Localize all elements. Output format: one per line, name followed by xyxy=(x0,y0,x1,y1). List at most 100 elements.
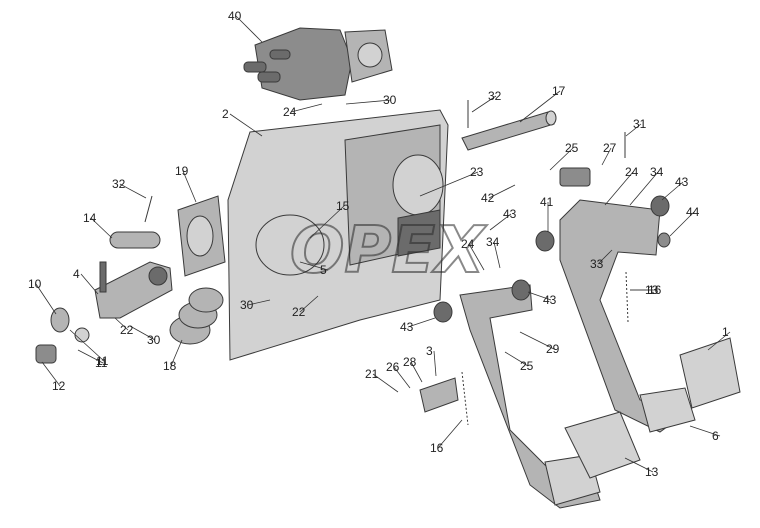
callout-leader-line xyxy=(493,241,501,269)
callout-leader-line xyxy=(114,317,129,331)
callout-leader-line xyxy=(247,299,271,306)
part-return-spring-lower xyxy=(461,371,469,426)
part-pedal-pad-right xyxy=(679,337,741,409)
callout-number: 28 xyxy=(403,355,417,369)
callout-number: 14 xyxy=(83,211,97,225)
callout-number: 43 xyxy=(503,207,517,221)
part-clutch-pedal xyxy=(559,199,696,433)
callout-number: 16 xyxy=(430,441,444,455)
part-rubber-boot xyxy=(169,287,224,345)
callout-leader-line xyxy=(519,331,555,350)
callout-leader-line xyxy=(601,147,612,166)
callout-number: 4 xyxy=(73,267,80,281)
callout-leader-line xyxy=(299,261,329,271)
part-cotter-pin-left xyxy=(144,195,153,223)
callout-leader-line xyxy=(229,113,263,137)
callout-leader-line xyxy=(625,123,642,137)
callout-number: 43 xyxy=(400,320,414,334)
callout-leader-line xyxy=(661,181,684,201)
part-pneumatic-booster xyxy=(243,27,393,101)
callout-number: 40 xyxy=(228,9,242,23)
callout-leader-line xyxy=(604,171,634,206)
callout-leader-line xyxy=(129,325,156,341)
callout-number: 23 xyxy=(470,165,484,179)
callout-leader-line xyxy=(410,361,423,383)
callout-number: 2 xyxy=(222,107,229,121)
callout-number: 34 xyxy=(650,165,664,179)
callout-number: 32 xyxy=(488,89,502,103)
callout-number: 6 xyxy=(712,429,719,443)
part-pedal-pad-lower xyxy=(564,411,641,479)
callout-number: 41 xyxy=(540,195,554,209)
callout-leader-line xyxy=(689,425,721,437)
callout-number: 15 xyxy=(336,199,350,213)
callout-leader-line xyxy=(407,317,436,328)
callout-leader-line xyxy=(393,366,411,389)
callout-leader-line xyxy=(69,329,105,362)
callout-leader-line xyxy=(669,211,695,237)
callout-leader-line xyxy=(624,457,654,473)
part-bushing-c xyxy=(511,279,531,301)
callout-number: 3 xyxy=(426,344,433,358)
callout-number: 17 xyxy=(552,84,566,98)
callout-leader-line xyxy=(471,95,497,113)
part-flange xyxy=(177,195,226,277)
callout-number: 33 xyxy=(590,257,604,271)
callout-number: 22 xyxy=(120,323,134,337)
callout-number: 25 xyxy=(565,141,579,155)
part-fittings xyxy=(35,307,90,364)
callout-number: 24 xyxy=(461,237,475,251)
callout-number: 13 xyxy=(645,283,659,297)
callout-leader-line xyxy=(41,361,61,387)
part-washer-44 xyxy=(657,232,671,248)
callout-number: 24 xyxy=(283,105,297,119)
callout-leader-line xyxy=(437,419,463,449)
callout-number: 21 xyxy=(365,367,379,381)
part-pin xyxy=(109,231,161,249)
callout-leader-line xyxy=(90,217,113,239)
callout-number: 18 xyxy=(163,359,177,373)
callout-leader-line xyxy=(433,350,437,377)
callout-leader-line xyxy=(707,331,731,351)
callout-leader-line xyxy=(170,339,183,367)
callout-leader-line xyxy=(489,213,512,231)
callout-number: 11 xyxy=(95,356,108,370)
part-plate-3 xyxy=(419,377,459,413)
callout-number: 42 xyxy=(481,191,495,205)
callout-number: 43 xyxy=(675,175,689,189)
part-return-spring-right xyxy=(625,271,629,323)
part-master-cylinder xyxy=(94,261,173,319)
callout-number: 43 xyxy=(543,293,557,307)
callout-number: 24 xyxy=(625,165,639,179)
part-bushing-d xyxy=(433,301,453,323)
callout-leader-line xyxy=(290,103,323,113)
callout-leader-line xyxy=(629,171,659,206)
part-bracket-42 xyxy=(559,167,591,187)
callout-leader-line xyxy=(504,351,529,367)
callout-number: 13 xyxy=(645,465,659,479)
callout-number: 31 xyxy=(633,117,647,131)
part-shaft xyxy=(461,110,557,151)
callout-leader-line xyxy=(309,205,345,239)
callout-leader-line xyxy=(519,90,561,123)
part-mounting-plate xyxy=(227,109,449,361)
callout-leader-line xyxy=(597,249,613,265)
callout-number: 22 xyxy=(292,305,306,319)
callout-leader-line xyxy=(80,273,99,295)
part-brake-pedal xyxy=(459,284,601,509)
callout-number: 11 xyxy=(96,354,109,368)
callout-number: 1 xyxy=(722,325,729,339)
callout-number: 32 xyxy=(112,177,126,191)
callout-number: 5 xyxy=(320,263,327,277)
callout-number: 12 xyxy=(52,379,66,393)
callout-number: 16 xyxy=(648,283,662,297)
callout-leader-line xyxy=(549,147,574,171)
callout-leader-line xyxy=(345,99,392,105)
callout-number: 44 xyxy=(686,205,700,219)
callout-leader-line xyxy=(488,184,516,199)
callout-number: 30 xyxy=(240,298,254,312)
callout-number: 34 xyxy=(486,235,500,249)
callout-leader-line xyxy=(182,170,197,203)
